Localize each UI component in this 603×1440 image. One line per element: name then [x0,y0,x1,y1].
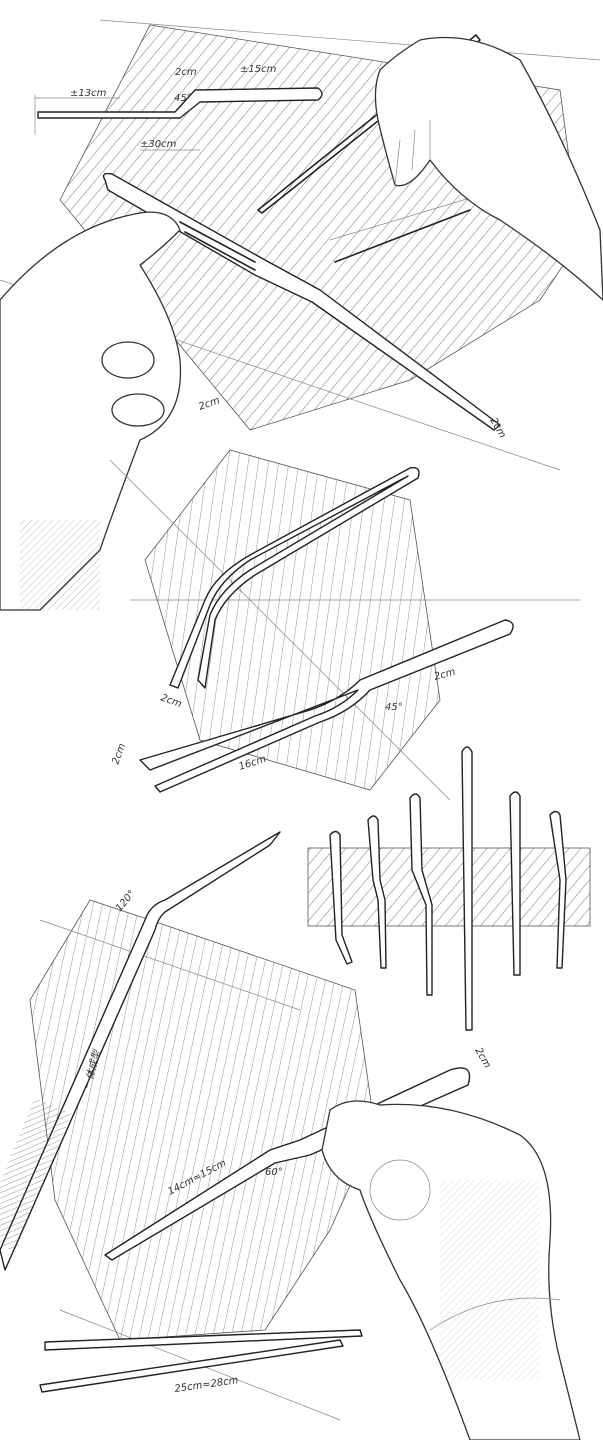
tweezers-main-top [102,172,501,431]
sketch-bottom: 120° 一体成型 14cm≈15cm 60° 2cm 25cm≈28cm [0,831,581,1440]
annotation: 45° [174,93,192,104]
tweezers-closed [139,619,514,793]
hatched-band [307,847,591,927]
annotation: 2cm [175,67,197,78]
hatched-background-bottom [29,899,376,1341]
tweezers-profile [37,87,323,119]
annotation: ±15cm [240,64,277,75]
annotation: 2cm [159,692,183,710]
annotation: ±30cm [140,139,177,150]
hand-right-top [374,36,603,301]
sketch-variants [307,746,591,1031]
annotation: 25cm≈28cm [174,1375,239,1395]
annotation: 2cm [110,742,128,766]
annotation: 2cm [197,395,221,413]
sketch-middle: 2cm 2cm 45° 16cm 2cm [109,449,580,801]
hand-left-top [0,211,182,611]
tweezers-lying [39,1329,363,1393]
annotation: ±13cm [70,88,107,99]
annotation: 120° [114,888,138,914]
sketch-top: ±13cm ±15cm ±30cm 2cm 45° 2cm 2cm [0,19,603,611]
tweezers-open [169,467,420,689]
tweezers-large-angled [0,831,281,1271]
annotation: 45° [385,702,403,713]
annotation: 2cm [472,1046,492,1070]
hatched-background-middle [144,449,441,791]
annotation: 2cm [433,667,457,683]
annotation: 60° [265,1167,283,1178]
